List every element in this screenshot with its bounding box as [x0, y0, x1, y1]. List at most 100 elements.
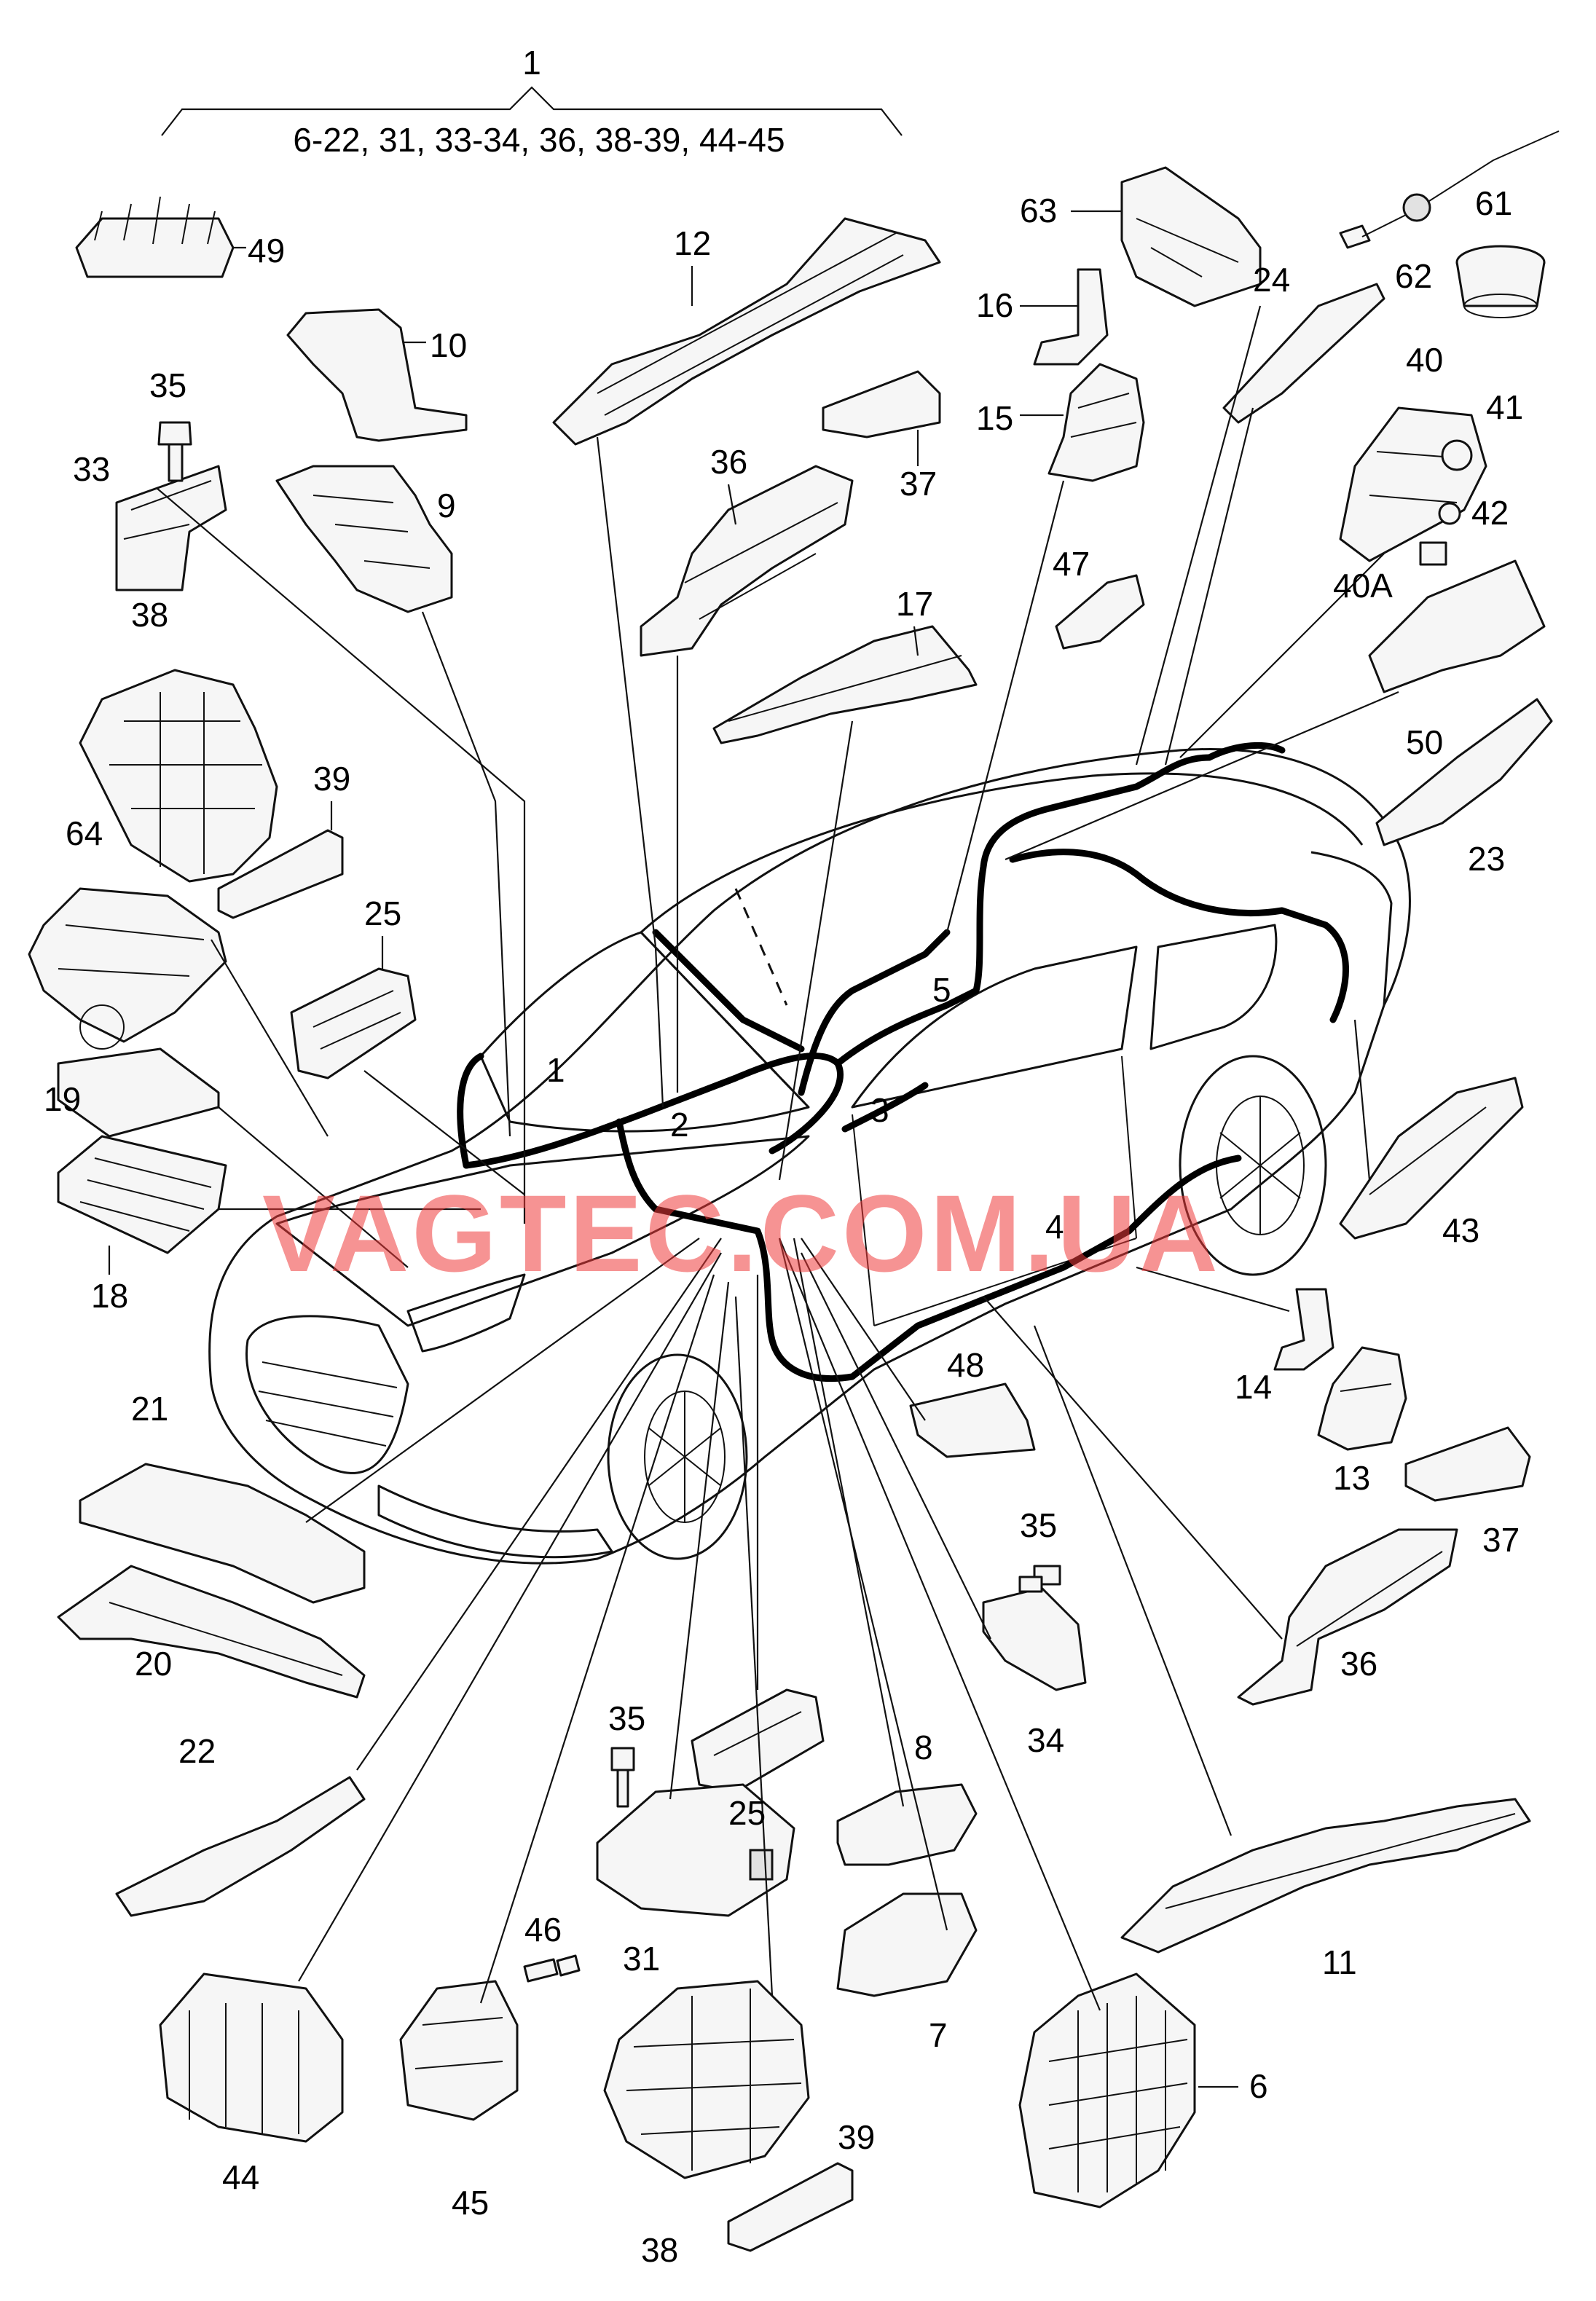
part-35-bolt-middle	[1018, 1565, 1061, 1593]
part-43-holder	[1339, 1077, 1524, 1240]
part-14-bracket	[1273, 1288, 1334, 1371]
part-33-bracket	[115, 465, 227, 591]
callout-36-bottom: 36	[1340, 1645, 1377, 1683]
part-25-holder-top	[290, 967, 417, 1079]
callout-25-top: 25	[364, 894, 401, 932]
part-35-bolt-top	[157, 421, 192, 482]
callout-38-top: 38	[131, 596, 168, 634]
header-number: 1	[522, 44, 541, 82]
part-15-holder	[1047, 363, 1145, 482]
callout-43: 43	[1442, 1211, 1479, 1249]
callout-21: 21	[131, 1390, 168, 1428]
part-12-channel	[552, 217, 941, 446]
part-39-clip-top	[217, 829, 344, 919]
harness-rear	[1009, 849, 1349, 1023]
part-7-cover	[836, 1892, 978, 1997]
callout-42: 42	[1471, 494, 1509, 532]
callout-31: 31	[623, 1940, 660, 1978]
part-37-cover-bottom	[1404, 1426, 1531, 1502]
part-20-holder	[57, 1565, 366, 1699]
part-16-bracket	[1033, 268, 1109, 366]
callout-7: 7	[929, 2016, 948, 2054]
header-bracket	[161, 86, 903, 136]
callout-15: 15	[976, 399, 1013, 437]
part-42-nut	[1438, 502, 1461, 525]
part-47-clip	[1055, 574, 1145, 650]
grille	[245, 1315, 409, 1474]
windshield-dashed	[640, 888, 810, 1109]
rear-side-window	[1149, 924, 1278, 1050]
harness-cowl	[463, 1053, 844, 1169]
callout-23: 23	[1468, 840, 1505, 878]
callout-8: 8	[914, 1728, 933, 1766]
callout-3: 3	[870, 1091, 889, 1129]
part-22-channel	[115, 1776, 366, 1917]
callout-22: 22	[178, 1732, 216, 1770]
part-62-connector	[1339, 130, 1560, 249]
callout-20: 20	[135, 1645, 172, 1683]
callout-49: 49	[248, 232, 285, 270]
part-37-cover-top	[822, 370, 941, 438]
car-body	[208, 747, 1411, 1565]
callout-50: 50	[1406, 723, 1443, 761]
rear-wheel	[1179, 1055, 1327, 1276]
part-36-holder-top	[640, 465, 854, 657]
callout-39-top: 39	[313, 760, 350, 798]
part-38-relay-carrier-top	[79, 669, 278, 883]
header-range: 6-22, 31, 33-34, 36, 38-39, 44-45	[293, 121, 785, 159]
harness-left-front	[457, 1053, 484, 1169]
front-wheel-spokes	[648, 1391, 722, 1522]
callout-17: 17	[896, 585, 933, 623]
callout-16: 16	[976, 286, 1013, 324]
grille-bars	[258, 1361, 398, 1447]
callout-64: 64	[66, 814, 103, 852]
harness-rear-roof	[1206, 742, 1286, 761]
windshield	[479, 931, 810, 1133]
callout-19: 19	[44, 1080, 81, 1118]
part-31-housing	[596, 1783, 795, 1917]
callout-2: 2	[670, 1106, 689, 1144]
part-11-channel	[1120, 1798, 1531, 1954]
part-19-cover-plate	[57, 1047, 220, 1138]
callout-35-bottom: 35	[608, 1699, 645, 1737]
part-8-cap	[836, 1783, 978, 1866]
part-10-cover	[286, 308, 468, 442]
callout-13: 13	[1333, 1459, 1370, 1497]
callout-61: 61	[1475, 184, 1512, 222]
callout-18: 18	[91, 1277, 128, 1315]
callout-62: 62	[1395, 257, 1432, 295]
harness-floor	[616, 1118, 1242, 1382]
front-wheel	[607, 1353, 748, 1560]
hood	[275, 1135, 810, 1327]
part-21-cover	[79, 1463, 366, 1604]
header-group: 1 6-22, 31, 33-34, 36, 38-39, 44-45	[161, 44, 903, 159]
front-bumper	[377, 1484, 613, 1559]
part-17-channel	[712, 625, 978, 744]
callout-37-bottom: 37	[1482, 1521, 1520, 1559]
part-25-holder-bottom	[691, 1688, 825, 1793]
callout-14: 14	[1235, 1368, 1272, 1406]
callout-33: 33	[73, 450, 110, 488]
part-39-clip-bottom	[727, 2162, 854, 2252]
callout-45: 45	[452, 2184, 489, 2222]
callout-48: 48	[947, 1346, 984, 1384]
harness-routes	[457, 742, 1349, 1382]
part-41-nut	[1441, 439, 1473, 471]
front-side-window	[851, 945, 1138, 1109]
roof-line	[640, 772, 1364, 934]
callout-34: 34	[1027, 1721, 1064, 1759]
part-35-bolt-bottom	[610, 1747, 635, 1808]
callout-41: 41	[1486, 388, 1523, 426]
callout-9: 9	[437, 487, 456, 524]
callout-12: 12	[674, 224, 711, 262]
part-23-strip	[1375, 698, 1553, 846]
callout-5: 5	[932, 971, 951, 1009]
part-18-holder	[57, 1135, 227, 1254]
part-24-strip	[1222, 283, 1385, 424]
part-46-bolt	[523, 1954, 581, 1983]
callout-40a: 40A	[1333, 567, 1393, 605]
part-13-holder	[1317, 1346, 1407, 1451]
callout-37-top: 37	[900, 465, 937, 503]
part-6-control-unit	[1018, 1972, 1196, 2208]
